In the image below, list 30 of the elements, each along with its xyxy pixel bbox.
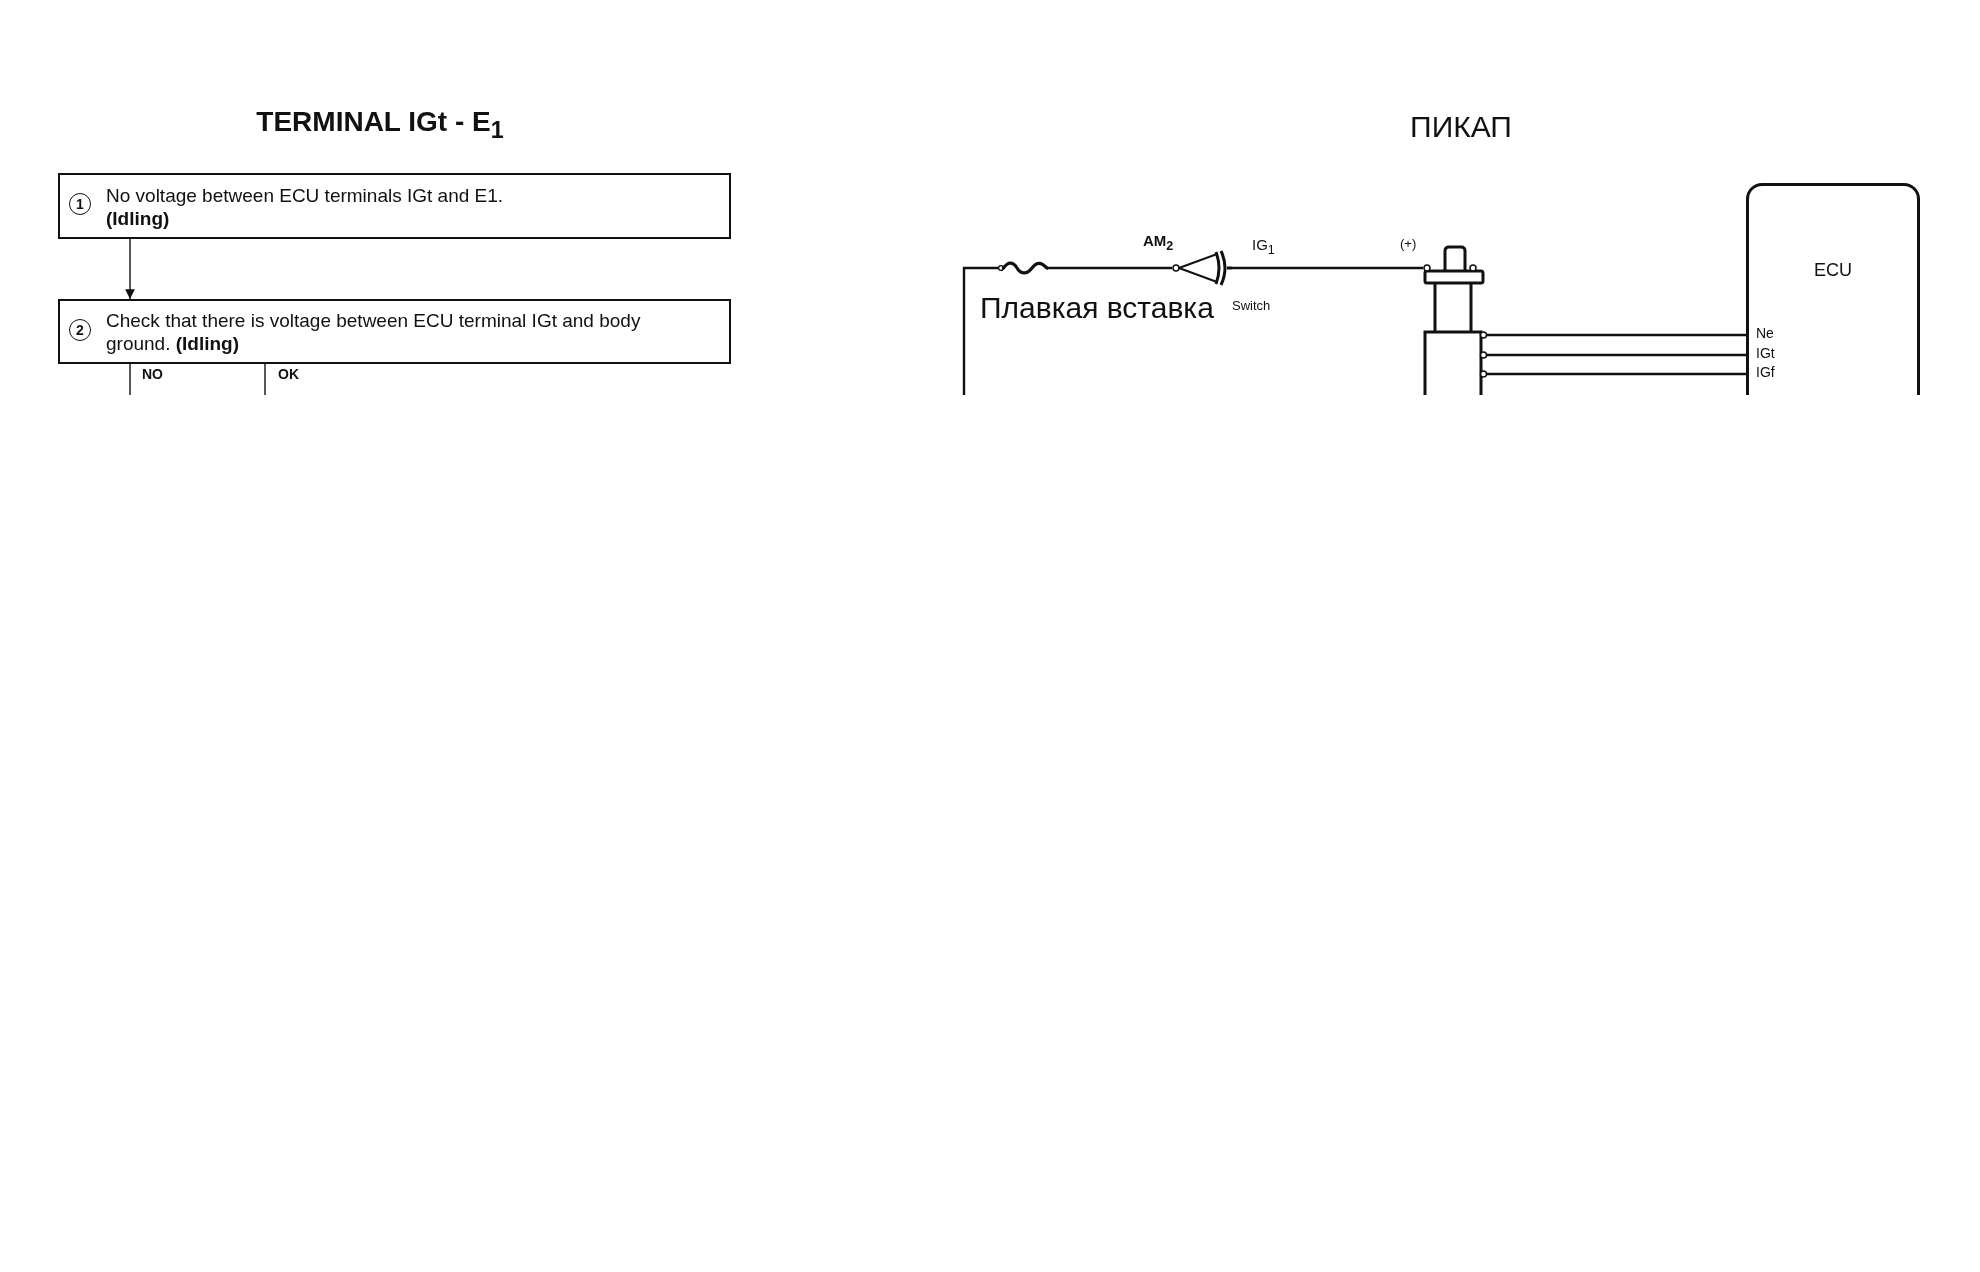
wire (1048, 266, 1172, 270)
section-heading: ПИКАП (1410, 110, 1512, 144)
wire (1232, 266, 1423, 270)
ignition-coil-drawing (1423, 246, 1487, 395)
pin-label: IGf (1756, 364, 1775, 380)
component-label: Плавкая вставка (980, 290, 1214, 325)
edge-label: NO (140, 366, 165, 382)
wire (1487, 353, 1746, 357)
component-label: Switch (1232, 298, 1271, 313)
step-box (58, 299, 731, 364)
edge-label: OK (276, 366, 301, 382)
control-unit-box (1746, 183, 1920, 395)
arrow (125, 238, 135, 300)
connector-line (264, 363, 266, 396)
pin-label: IGt (1756, 345, 1775, 361)
terminal-label: IG$_{1}$ (1252, 236, 1275, 259)
terminal-label: AM$_{2}$ (1143, 232, 1174, 255)
wire (962, 266, 998, 395)
fusible-link-symbol (998, 260, 1048, 276)
diagram-title: TERMINAL IGt - E$_{1}$ (256, 106, 504, 145)
step-text: No voltage between ECU terminals IGt and E1. (Idling) (106, 184, 505, 230)
unit-label: ECU (1814, 260, 1852, 280)
wire (1487, 333, 1746, 337)
ignition-switch-symbol (1172, 249, 1232, 287)
step-text: Check that there is voltage between ECU terminal IGt and body ground. (Idling) (106, 309, 642, 355)
terminal-label: (+) (1400, 236, 1417, 251)
connector-line (129, 363, 131, 396)
step-box (58, 173, 731, 239)
pin-label: Ne (1756, 325, 1774, 341)
wire (1487, 372, 1746, 376)
